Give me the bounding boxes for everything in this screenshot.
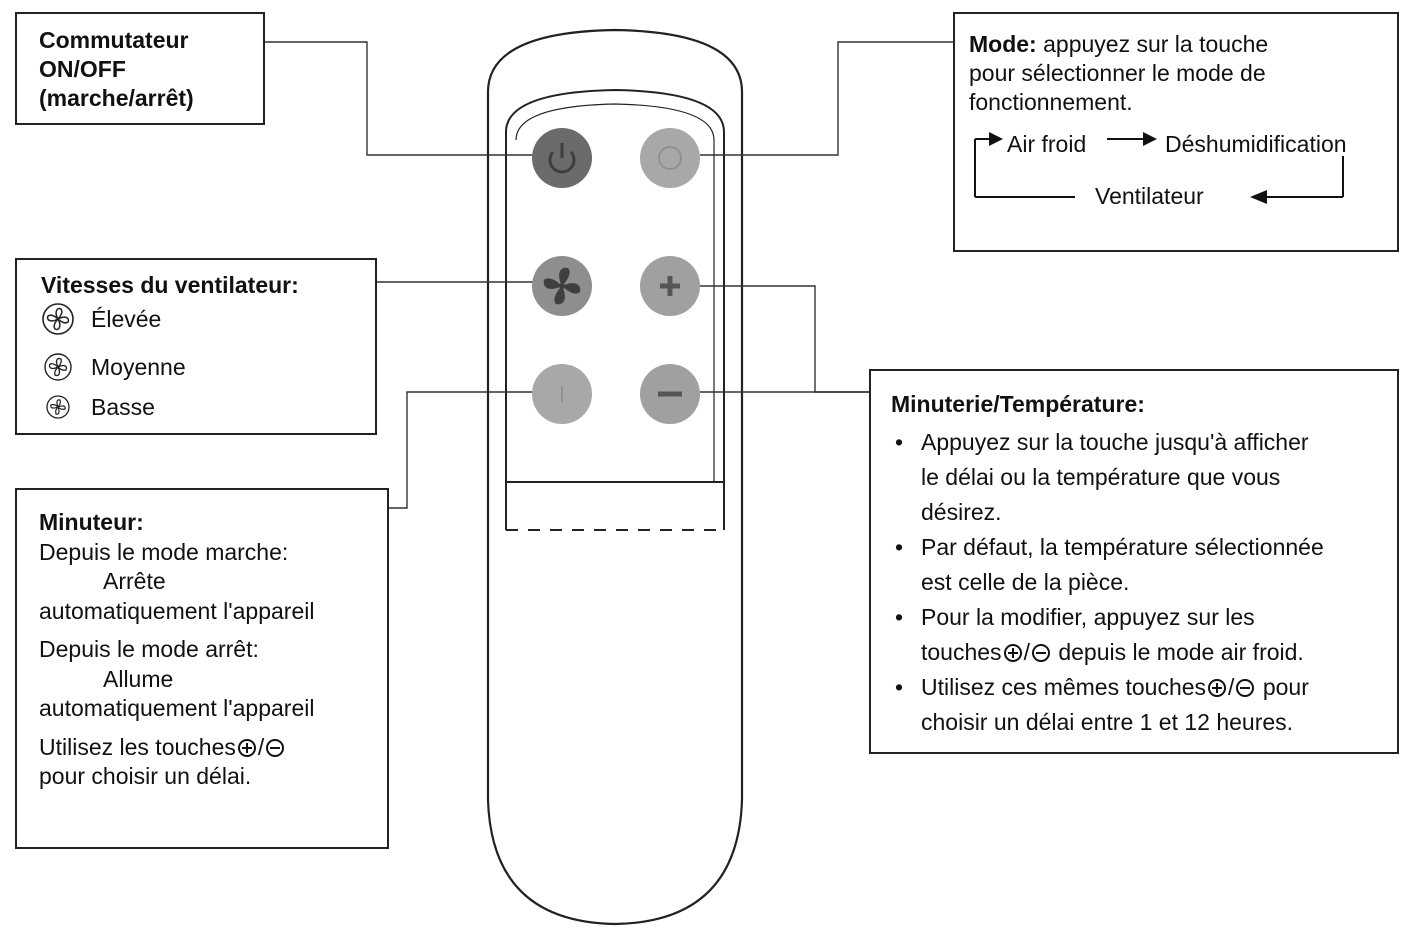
remote-body <box>486 28 744 926</box>
minus-circle-icon <box>1236 679 1255 697</box>
mode-button[interactable] <box>640 128 700 188</box>
fan-icon <box>543 267 581 305</box>
plus-icon <box>660 276 680 296</box>
fan-high-icon <box>41 302 75 336</box>
timer-on-mode: Depuis le mode marche: <box>39 538 289 565</box>
mode-cycle-arrows <box>974 132 1344 204</box>
power-button[interactable] <box>532 128 592 188</box>
fan-low-icon <box>41 390 75 424</box>
timer-on-action-2: automatiquement l'appareil <box>39 597 315 624</box>
timer-on-action-1: Arrête <box>103 568 166 594</box>
fan-medium-label: Moyenne <box>91 353 186 380</box>
timer-use-line1: Utilisez les touches / <box>39 733 387 763</box>
timer-title: Minuteur: <box>39 509 144 535</box>
temp-b1-line3: désirez. <box>921 499 1002 525</box>
mode-text-line2: pour sélectionner le mode de <box>969 60 1266 86</box>
temp-bullet-1: Appuyez sur la touche jusqu'à afficher l… <box>891 425 1397 530</box>
timer-box: Minuteur: Depuis le mode marche: Arrête … <box>15 488 389 849</box>
fan-speed-medium: Moyenne <box>41 346 375 388</box>
temp-b3-line2: touches / depuis le mode air froid. <box>921 635 1397 670</box>
temp-b4-pour: pour <box>1262 674 1309 700</box>
fan-speed-low: Basse <box>41 386 375 428</box>
mode-air-froid: Air froid <box>1007 131 1087 157</box>
timer-off-mode: Depuis le mode arrêt: <box>39 636 259 662</box>
minus-circle-icon <box>266 738 285 757</box>
temp-b4-line2: choisir un délai entre 1 et 12 heures. <box>921 709 1294 735</box>
fan-speed-high: Élevée <box>41 298 375 340</box>
mode-text-line3: fonctionnement. <box>969 89 1133 115</box>
remote-button-panel <box>505 88 725 483</box>
temp-b3-slash: / <box>1023 639 1030 665</box>
plus-button[interactable] <box>640 256 700 316</box>
mode-box: Mode: appuyez sur la touche pour sélecti… <box>953 12 1399 252</box>
minus-button[interactable] <box>640 364 700 424</box>
temp-b2-line2: est celle de la pièce. <box>921 569 1130 595</box>
mode-ventilateur: Ventilateur <box>1095 183 1204 209</box>
fan-high-label: Élevée <box>91 305 162 332</box>
plus-circle-icon <box>1003 644 1022 662</box>
temp-b4-slash: / <box>1228 674 1235 700</box>
plus-circle-icon <box>1208 679 1227 697</box>
plus-circle-icon <box>237 738 256 757</box>
temp-b4-line1: Utilisez ces mêmes touches / pour <box>921 670 1397 705</box>
temp-b4-text: Utilisez ces mêmes touches <box>921 674 1207 700</box>
timer-temperature-box: Minuterie/Température: Appuyez sur la to… <box>869 369 1399 754</box>
timer-use-slash: / <box>257 733 265 760</box>
power-icon <box>548 143 576 174</box>
temp-bullet-4: Utilisez ces mêmes touches / pour choisir… <box>891 670 1397 740</box>
fan-speeds-box: Vitesses du ventilateur: Élevée Moyenne … <box>15 258 377 435</box>
temp-bullet-2: Par défaut, la température sélectionnée … <box>891 530 1397 600</box>
timer-use-line2: pour choisir un délai. <box>39 763 252 789</box>
minus-circle-icon <box>1031 644 1050 662</box>
temp-title: Minuterie/Température: <box>891 391 1145 417</box>
power-label-line3: (marche/arrêt) <box>39 85 194 111</box>
power-switch-box: Commutateur ON/OFF (marche/arrêt) <box>15 12 265 125</box>
timer-off-action-1: Allume <box>103 665 174 692</box>
mode-icon <box>658 146 682 170</box>
temp-bullets: Appuyez sur la touche jusqu'à afficher l… <box>891 425 1397 740</box>
temp-b1-line1: Appuyez sur la touche jusqu'à afficher <box>921 429 1309 455</box>
timer-button[interactable] <box>532 364 592 424</box>
timer-use-text: Utilisez les touches <box>39 733 236 760</box>
mode-title: Mode: <box>969 31 1037 57</box>
temp-b3-line1: Pour la modifier, appuyez sur les <box>921 604 1255 630</box>
temp-b3-touches: touches <box>921 639 1002 665</box>
mode-deshumidification: Déshumidification <box>1165 131 1347 157</box>
mode-text-line1: appuyez sur la touche <box>1043 31 1269 57</box>
fan-medium-icon <box>41 350 75 384</box>
timer-off-action-2: automatiquement l'appareil <box>39 695 315 721</box>
temp-b1-line2: le délai ou la température que vous <box>921 464 1281 490</box>
power-label-line2: ON/OFF <box>39 56 126 82</box>
temp-bullet-3: Pour la modifier, appuyez sur les touche… <box>891 600 1397 670</box>
fan-speeds-title: Vitesses du ventilateur: <box>41 272 299 298</box>
fan-low-label: Basse <box>91 393 155 420</box>
temp-b3-rest: depuis le mode air froid. <box>1058 639 1304 665</box>
power-label-line1: Commutateur <box>39 27 189 53</box>
fan-button[interactable] <box>532 256 592 316</box>
temp-b2-line1: Par défaut, la température sélectionnée <box>921 534 1324 560</box>
